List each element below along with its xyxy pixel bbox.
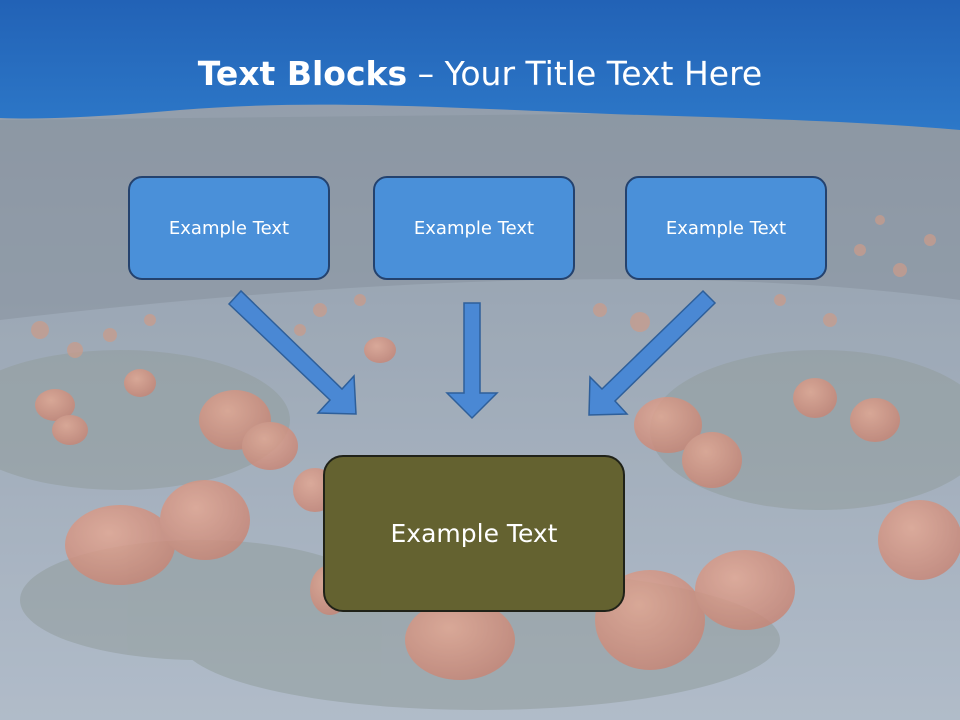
text-block-left[interactable]: Example Text [128,176,330,280]
arrow-down-left-icon [588,289,717,416]
text-block-label: Example Text [168,217,290,239]
main-text-block[interactable]: Example Text [323,455,625,612]
title-banner [0,0,960,130]
main-text-block-label: Example Text [390,519,558,548]
text-block-label: Example Text [665,217,787,239]
title-bold-part: Text Blocks [197,54,408,93]
text-block-center[interactable]: Example Text [373,176,575,280]
arrow-down-right-icon [227,289,357,415]
text-block-right[interactable]: Example Text [625,176,827,280]
arrow-down-icon [445,302,499,420]
slide-title: Text Blocks – Your Title Text Here [0,52,960,96]
title-rest-part: – Your Title Text Here [407,54,763,93]
text-block-label: Example Text [413,217,535,239]
